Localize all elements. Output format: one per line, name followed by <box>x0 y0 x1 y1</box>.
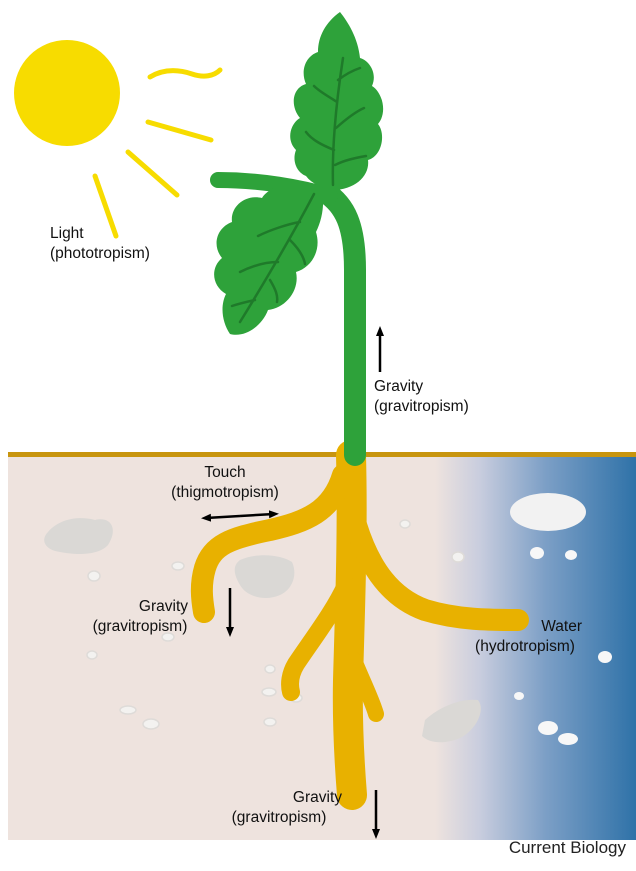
sun-disc <box>14 40 120 146</box>
gravity-shoot-label: Gravity (gravitropism) <box>374 377 469 417</box>
gravity-main-root-label-name: Gravity <box>208 788 350 808</box>
gravity-lateral-root-label: Gravity (gravitropism) <box>80 597 200 637</box>
light-label-process: (phototropism) <box>50 244 150 264</box>
sun-ray <box>128 152 177 195</box>
sun-ray <box>150 70 220 77</box>
gravity-lateral-root-label-process: (gravitropism) <box>80 617 200 637</box>
sun <box>14 40 220 236</box>
gravity-shoot-label-process: (gravitropism) <box>374 397 469 417</box>
gravity-main-root-label: Gravity (gravitropism) <box>208 788 350 828</box>
shoot-stem <box>325 192 355 455</box>
soil-surface-line <box>8 452 636 457</box>
gravity-lateral-root-label-name: Gravity <box>80 597 200 617</box>
water-label: Water (hydrotropism) <box>458 617 592 657</box>
source-credit: Current Biology <box>509 838 626 858</box>
water-label-process: (hydrotropism) <box>458 637 592 657</box>
gravity-main-root-label-process: (gravitropism) <box>208 808 350 828</box>
touch-label-process: (thigmotropism) <box>155 483 295 503</box>
water-label-name: Water <box>458 617 592 637</box>
sun-ray <box>148 122 211 140</box>
main-root <box>348 455 352 795</box>
light-label-name: Light <box>50 224 150 244</box>
light-label: Light (phototropism) <box>50 224 150 264</box>
touch-label: Touch (thigmotropism) <box>155 463 295 503</box>
touch-label-name: Touch <box>155 463 295 483</box>
stone <box>510 493 586 531</box>
gravity-shoot-label-name: Gravity <box>374 377 469 397</box>
